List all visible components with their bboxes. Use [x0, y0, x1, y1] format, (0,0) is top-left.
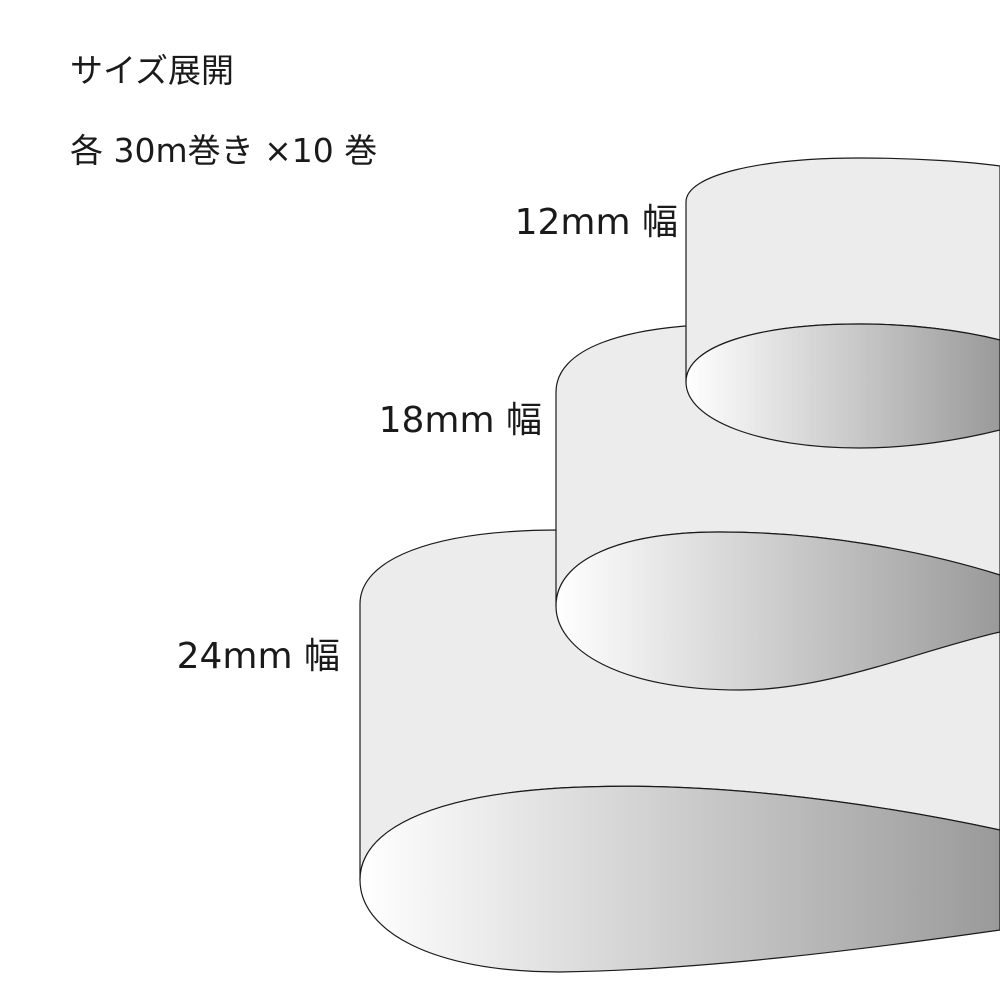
- roll-label-18mm: 18mm 幅: [379, 400, 542, 441]
- roll-label-24mm: 24mm 幅: [177, 636, 340, 677]
- ribbon-inner-18mm: [555, 531, 1000, 691]
- page-title: サイズ展開: [70, 51, 234, 90]
- quantity-subtitle: 各 30m巻き ×10 巻: [70, 131, 377, 170]
- ribbon-roll-12mm: [685, 157, 1000, 449]
- ribbon-inner-24mm: [359, 785, 1000, 973]
- ribbon-inner-12mm: [685, 323, 1000, 449]
- roll-label-12mm: 12mm 幅: [515, 202, 678, 243]
